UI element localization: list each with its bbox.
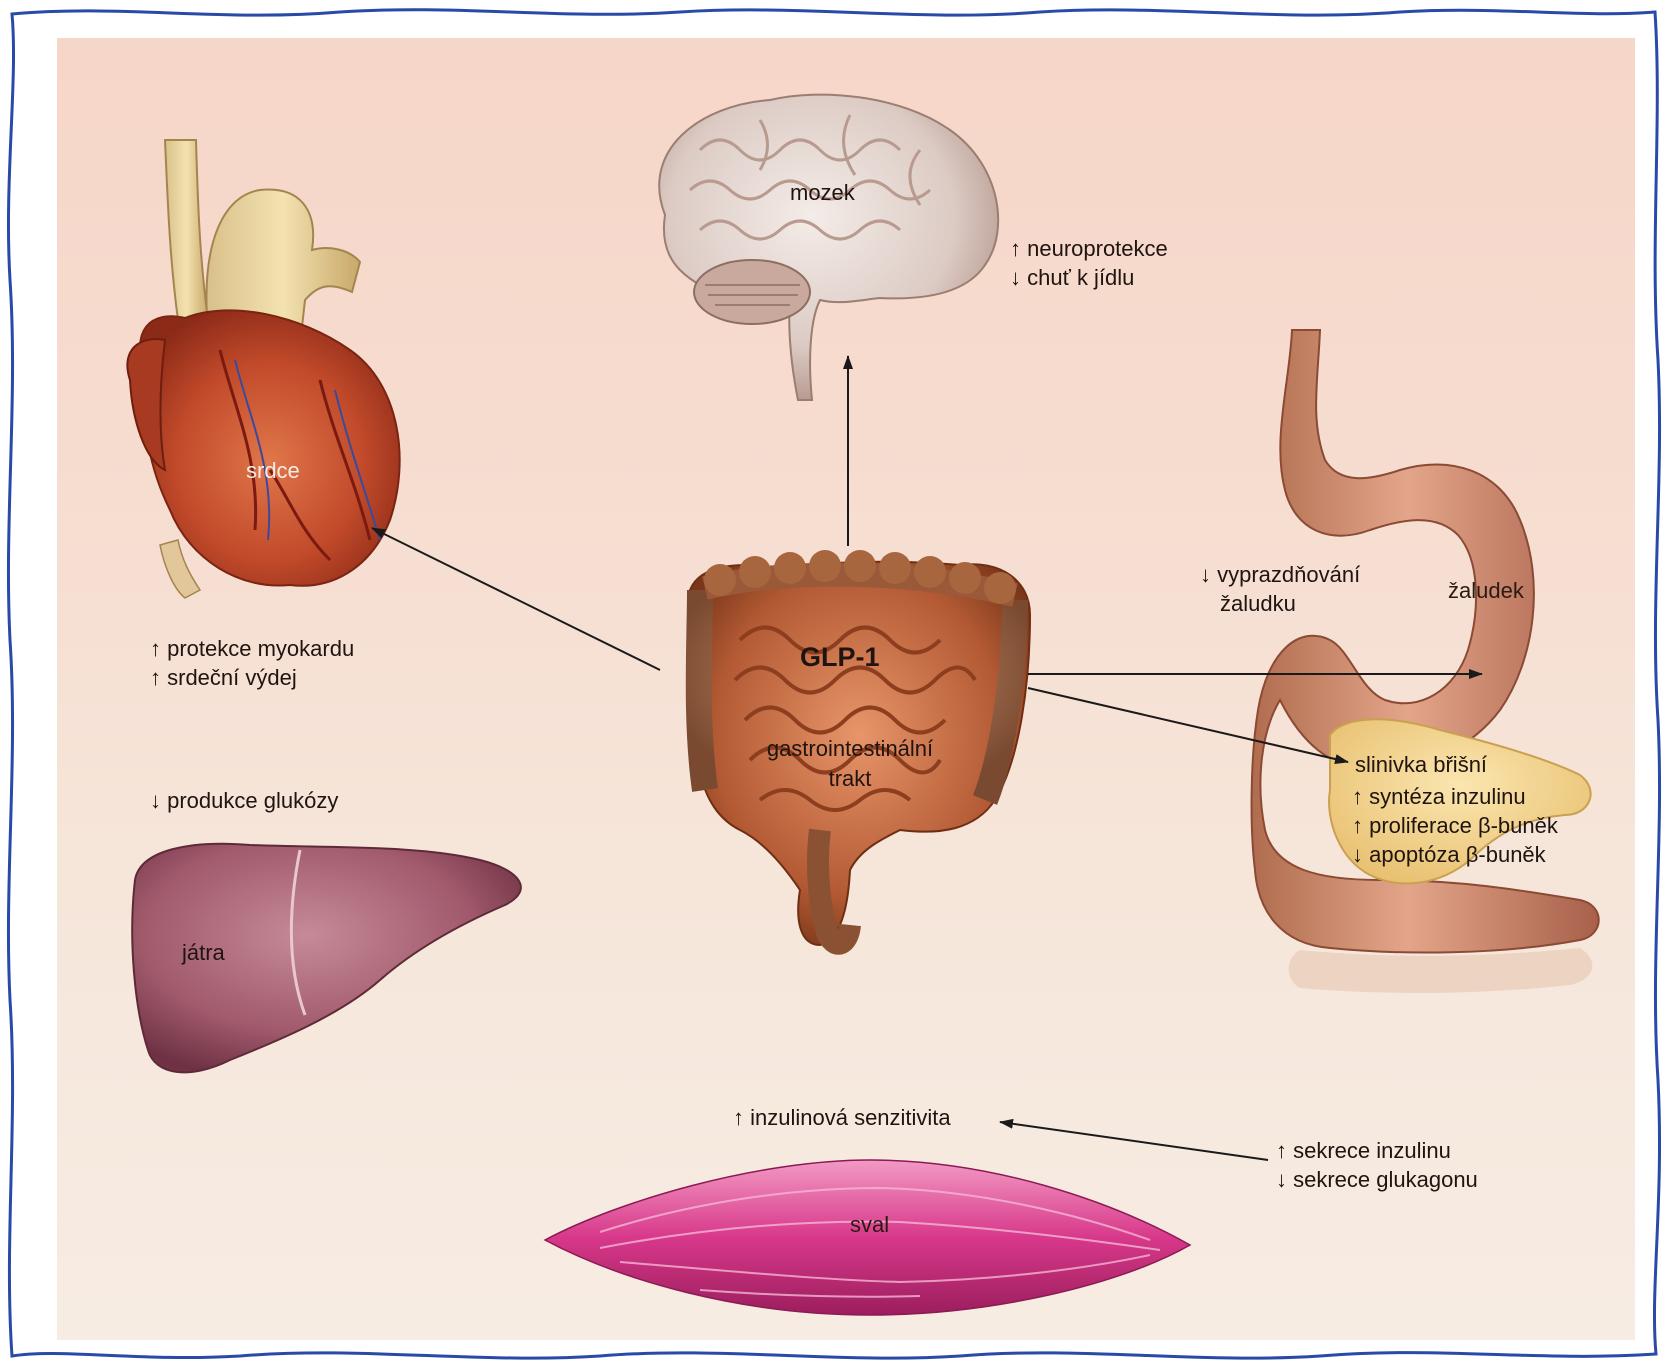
brain-effect-1: ↑ neuroprotekce xyxy=(1010,234,1168,263)
muscle-label: sval xyxy=(850,1210,889,1239)
stomach-icon xyxy=(1252,330,1599,993)
secretion-effect-2: ↓ sekrece glukagonu xyxy=(1276,1165,1478,1194)
secretion-effect-1: ↑ sekrece inzulinu xyxy=(1276,1136,1451,1165)
arrow-to-heart xyxy=(372,528,660,670)
pancreas-label: slinivka břišní xyxy=(1355,750,1487,779)
heart-label: srdce xyxy=(246,456,300,485)
brain-icon xyxy=(659,95,998,400)
arrow-to-muscle xyxy=(1000,1122,1268,1160)
glp1-title: GLP-1 xyxy=(800,643,880,672)
pancreas-effect-3: ↓ apoptóza β-buněk xyxy=(1352,840,1546,869)
liver-label: játra xyxy=(182,938,225,967)
heart-effect-1: ↑ protekce myokardu xyxy=(150,634,354,663)
heart-icon xyxy=(127,140,399,598)
liver-effect-1: ↓ produkce glukózy xyxy=(150,786,338,815)
brain-effect-2: ↓ chuť k jídlu xyxy=(1010,263,1134,292)
pancreas-effect-1: ↑ syntéza inzulinu xyxy=(1352,782,1526,811)
muscle-effect-1: ↑ inzulinová senzitivita xyxy=(733,1103,951,1132)
brain-label: mozek xyxy=(790,178,855,207)
intestine-label: gastrointestinální trakt xyxy=(745,734,955,794)
stomach-effect-2: žaludku xyxy=(1220,589,1296,618)
stomach-effect-1: ↓ vyprazdňování xyxy=(1200,560,1360,589)
heart-effect-2: ↑ srdeční výdej xyxy=(150,663,297,692)
pancreas-effect-2: ↑ proliferace β-buněk xyxy=(1352,811,1558,840)
stomach-label: žaludek xyxy=(1448,576,1524,605)
